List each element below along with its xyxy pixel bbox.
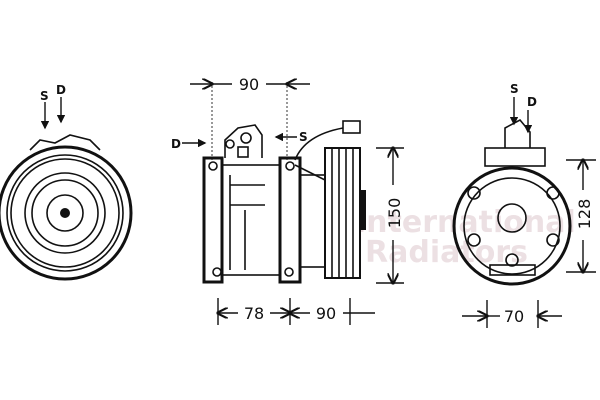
- valve-block: [224, 124, 263, 158]
- discharge-label: D: [56, 83, 66, 97]
- front-housing: [202, 156, 224, 284]
- front-bracket: [29, 134, 101, 151]
- discharge-label-rear: D: [527, 95, 537, 109]
- wire: [294, 127, 344, 161]
- suction-label-side: S: [299, 130, 308, 144]
- watermark-line2: Radiators: [365, 235, 528, 270]
- electrical-connector: [342, 120, 361, 134]
- front-view: S D: [0, 83, 133, 281]
- suction-label: S: [40, 89, 49, 103]
- dim-height-rear: 128: [575, 199, 594, 230]
- rear-view: S D 128 70: [452, 82, 596, 328]
- pulley-side: [324, 147, 366, 279]
- compressor-body: [221, 164, 281, 276]
- discharge-label-side: D: [171, 137, 181, 151]
- dim-rear-width: 70: [504, 307, 524, 326]
- hub: [60, 208, 70, 218]
- side-view: 90 D S 150 78 90: [171, 75, 404, 325]
- pulley-outer: [0, 145, 133, 281]
- dim-bottom-right: 90: [316, 304, 336, 323]
- dim-height-side: 150: [385, 198, 404, 229]
- dim-top-width: 90: [239, 75, 259, 94]
- watermark: International Radiators: [355, 205, 576, 270]
- suction-label-rear: S: [510, 82, 519, 96]
- rear-bracket: [484, 147, 546, 167]
- dim-bottom-left: 78: [244, 304, 264, 323]
- rear-housing: [452, 166, 572, 286]
